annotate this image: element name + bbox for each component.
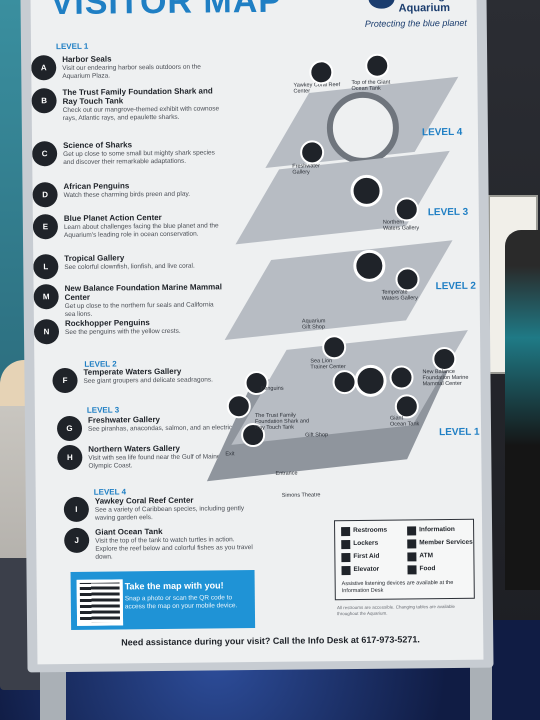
map-label-gift1: Aquarium Gift Shop (301, 318, 326, 331)
touch-tank-map-icon (226, 394, 251, 419)
aquarium-logo-text: New EnglandAquarium (398, 0, 467, 15)
list-item: I Yawkey Coral Reef Center See a variety… (63, 495, 249, 527)
list-item: L Tropical Gallery See colorful clownfis… (33, 252, 218, 280)
list-item: F Temperate Waters Gallery See giant gro… (52, 366, 237, 394)
map-label-touch: The Trust Family Foundation Shark and Ra… (254, 412, 310, 432)
qr-code-icon[interactable] (76, 579, 124, 626)
penguin-map-icon (389, 365, 414, 390)
adult-visitor (505, 230, 540, 590)
seal-icon: A (31, 55, 57, 81)
map-label-giant: Giant Ocean Tank (389, 415, 420, 428)
restroom-icon (341, 527, 351, 537)
map-level-2: LEVEL 2 (435, 280, 477, 293)
map-level-3: LEVEL 3 (427, 206, 469, 219)
sea-lion-icon: M (33, 284, 59, 310)
rockhopper-icon: N (33, 319, 60, 345)
shark-icon: C (32, 141, 58, 167)
list-item: D African Penguins Watch these charming … (32, 180, 217, 208)
list-item: C Science of Sharks Get up close to some… (32, 139, 217, 177)
list-item: B The Trust Family Foundation Shark and … (31, 86, 219, 130)
eel-icon: G (56, 415, 83, 442)
anemone-icon: H (57, 444, 83, 471)
elevator-icon (341, 566, 351, 576)
list-item: A Harbor Seals Visit our endearing harbo… (31, 53, 216, 85)
member-icon (407, 539, 417, 549)
temperate-map-icon (395, 267, 420, 292)
map-label-penguins: Penguins (260, 385, 284, 392)
qr-text: Snap a photo or scan the QR code to acce… (124, 594, 238, 611)
coral-icon: I (63, 496, 90, 523)
penguin-icon: D (32, 182, 58, 208)
map-label-temperate: Temperate Waters Gallery (381, 289, 418, 302)
fish-icon: L (33, 254, 59, 280)
giant-ocean-tank-l1-icon (354, 364, 387, 397)
info-icon (407, 526, 417, 536)
list-item: J Giant Ocean Tank Visit the top of the … (64, 526, 253, 564)
locker-icon (341, 540, 351, 550)
tank-top-map-icon (365, 53, 390, 78)
fine-print: All restrooms are accessible. Changing t… (336, 603, 456, 617)
tagline: Protecting the blue planet (364, 17, 467, 29)
map-level-1: LEVEL 1 (439, 426, 480, 439)
giant-ocean-tank-l3-icon (350, 174, 383, 208)
ocean-tank-icon: J (64, 527, 90, 554)
map-label-marine: New Balance Foundation Marine Mammal Cen… (422, 368, 469, 388)
giant-ocean-tank-l2-icon (353, 249, 386, 282)
visitor-map-sign: VISITOR MAP New EnglandAquarium Protecti… (30, 0, 484, 665)
map-label-theater: Simons Theatre (281, 492, 321, 499)
map-label-freshwater: Freshwater Gallery (292, 163, 320, 176)
sea-lion-map-icon (322, 335, 347, 360)
freshwater-map-icon (300, 140, 325, 165)
footer-help: Need assistance during your visit? Call … (121, 634, 420, 648)
legend-note: Assistive listening devices are availabl… (341, 579, 454, 595)
food-icon (407, 565, 417, 575)
list-item: M New Balance Foundation Marine Mammal C… (33, 282, 222, 318)
level-3-heading: LEVEL 3 (86, 405, 120, 415)
globe-icon: E (32, 214, 59, 240)
map-label-exit: Exit (225, 451, 235, 458)
map-label-entrance: Entrance (275, 470, 298, 477)
coral-map-icon (309, 60, 334, 85)
ray-icon: B (31, 88, 57, 114)
first-aid-icon (341, 553, 351, 563)
seadragon-icon: F (52, 367, 78, 394)
sign-title: VISITOR MAP (50, 0, 283, 23)
map-legend: Restrooms Information Lockers Member Ser… (334, 518, 475, 601)
level-4-heading: LEVEL 4 (93, 487, 127, 497)
atm-icon (407, 552, 417, 562)
map-label-northern: Northern Waters Gallery (382, 219, 420, 232)
list-item: E Blue Planet Action Center Learn about … (32, 212, 219, 250)
floor-map: Yawkey Coral Reef Center Top of the Gian… (206, 39, 482, 522)
qr-panel: Take the map with you! Snap a photo or s… (70, 570, 256, 630)
list-item: N Rockhopper Penguins See the penguins w… (33, 317, 219, 345)
map-label-gift2: Gift Shop (305, 432, 329, 439)
map-level-4: LEVEL 4 (421, 126, 463, 139)
marine-mammal-map-icon (432, 346, 457, 372)
list-item: G Freshwater Gallery See piranhas, anaco… (56, 414, 245, 442)
northern-map-icon (394, 197, 419, 222)
seal-map-icon (332, 369, 357, 395)
qr-title: Take the map with you! (124, 580, 224, 592)
map-label-top-tank: Top of the Giant Ocean Tank (351, 79, 391, 92)
map-label-sealion: Sea Lion Trainer Center (310, 358, 346, 371)
level-1-heading: LEVEL 1 (55, 41, 89, 52)
tank-top-ring (326, 91, 400, 165)
aquarium-logo-icon (368, 0, 395, 9)
